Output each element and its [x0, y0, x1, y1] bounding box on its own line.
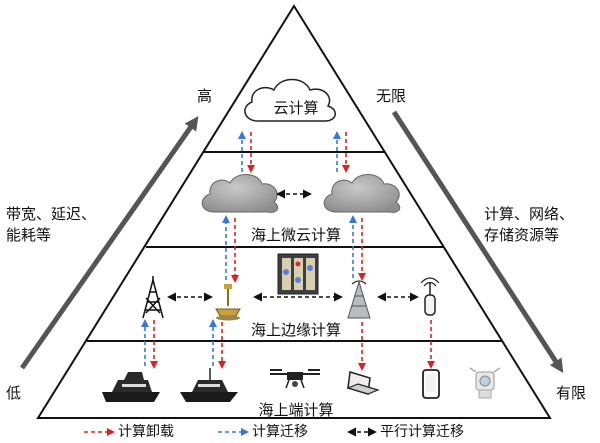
smartphone-icon: [422, 369, 440, 399]
left-metric-line1: 带宽、延迟、: [6, 205, 97, 223]
micro-cloud-label: 海上微云计算: [250, 226, 342, 244]
access-point-icon: [420, 277, 440, 316]
left-metric-line2: 能耗等: [6, 226, 52, 244]
right-metric-line2: 存储资源等: [484, 226, 560, 244]
limited-label: 有限: [556, 384, 587, 402]
low-label: 低: [6, 384, 22, 402]
base-station-icon: [347, 280, 371, 319]
micro-cloud-left-icon: [201, 174, 279, 213]
high-label: 高: [197, 87, 213, 105]
terminal-label: 海上端计算: [258, 401, 334, 419]
motorboat-icon: [180, 368, 238, 402]
pyramid-outline: [36, 4, 552, 419]
micro-cloud-right-icon: [323, 174, 401, 213]
legend-offload-label: 计算卸载: [118, 424, 174, 440]
yacht-icon: [102, 372, 160, 402]
server-rack-icon: [277, 253, 319, 295]
legend-migration-label: 计算迁移: [252, 424, 308, 440]
left-trend-arrow: [19, 116, 199, 370]
buoy-icon: [215, 284, 241, 321]
drone-icon: [270, 369, 320, 389]
right-metric-line1: 计算、网络、: [484, 205, 575, 223]
unlimited-label: 无限: [376, 87, 407, 105]
camera-icon: [469, 367, 501, 399]
edge-label: 海上边缘计算: [250, 321, 342, 339]
legend-parallel-label: 平行计算迁移: [380, 424, 464, 440]
transmission-tower-icon: [142, 276, 164, 319]
right-trend-arrow: [391, 110, 564, 374]
laptop-icon: [346, 371, 380, 395]
cloud-label: 云计算: [273, 99, 319, 117]
cloud-icon: [244, 78, 336, 122]
